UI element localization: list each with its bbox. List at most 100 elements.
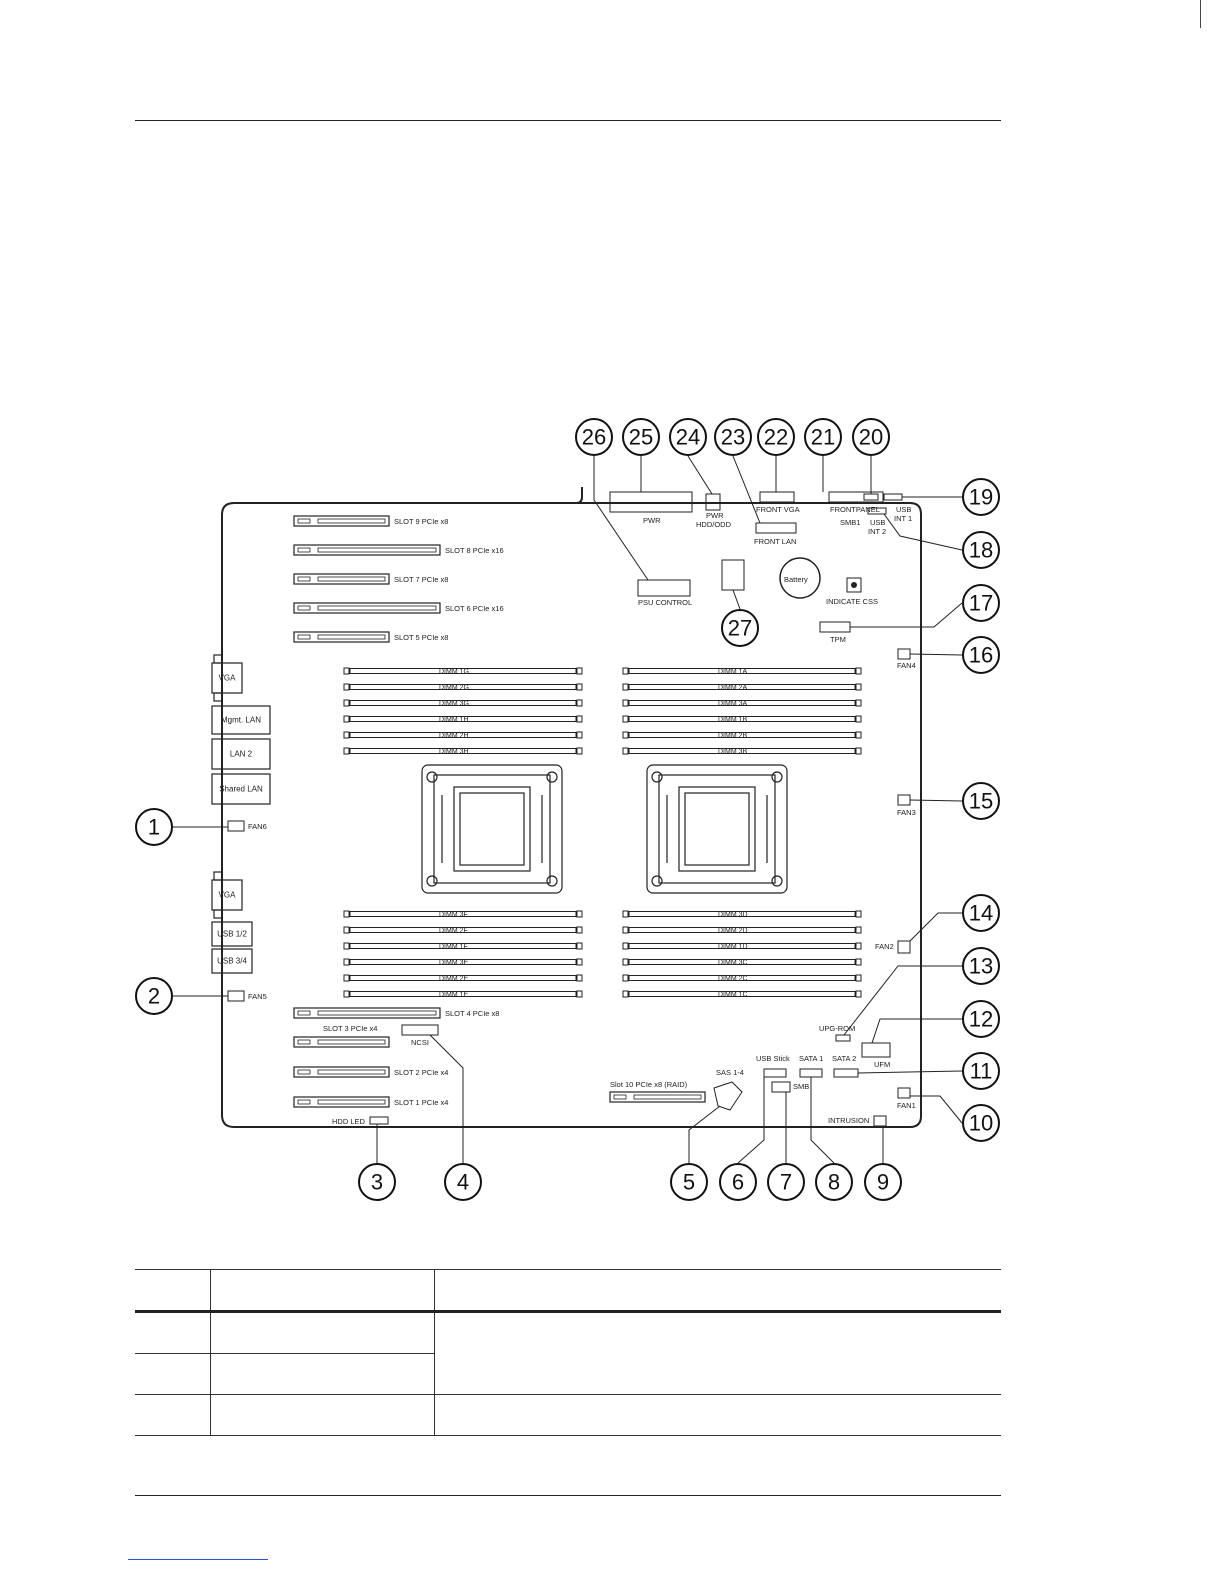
- callout-number: 2: [148, 984, 160, 1009]
- callout-4: 4: [444, 1163, 482, 1201]
- callout-number: 22: [764, 425, 788, 450]
- callout-number: 5: [683, 1170, 695, 1195]
- callout-21: 21: [804, 418, 842, 456]
- slot-10: Slot 10 PCIe x8 (RAID): [609, 1080, 706, 1103]
- dimm-label: DIMM 2F: [439, 928, 468, 935]
- indicate-css-label: INDICATE CSS: [826, 597, 878, 606]
- psu-control-label: PSU CONTROL: [638, 598, 692, 607]
- legend-row: [135, 1394, 1001, 1436]
- dimm-label: DIMM 1H: [439, 717, 469, 724]
- callout-27: 27: [721, 609, 759, 647]
- usb-int1-label-1: USB: [896, 505, 911, 514]
- mgmt-lan-port: Mgmt. LAN: [221, 716, 261, 725]
- fan5-label: FAN5: [248, 992, 267, 1001]
- callout-number: 3: [371, 1170, 383, 1195]
- fan1-label: FAN1: [897, 1101, 916, 1110]
- vga-port-2: VGA: [219, 891, 237, 900]
- callout-18: 18: [962, 531, 1000, 569]
- fan2-label: FAN2: [875, 942, 894, 951]
- hdd-led-label: HDD LED: [332, 1117, 366, 1126]
- dimm-label: DIMM 1G: [439, 669, 469, 676]
- pwr-label: PWR: [643, 516, 661, 525]
- dimm-slot: DIMM 2F: [343, 926, 583, 935]
- legend-col-desc: [434, 1269, 1001, 1313]
- callout-5: 5: [670, 1163, 708, 1201]
- front-lan-label: FRONT LAN: [754, 537, 796, 546]
- dimm-slot: DIMM 1A: [622, 667, 862, 676]
- dimm-label: DIMM 3C: [718, 960, 748, 967]
- callout-26: 26: [575, 418, 613, 456]
- callout-number: 9: [877, 1170, 889, 1195]
- callout-number: 10: [969, 1111, 993, 1136]
- dimm-slot: DIMM 2C: [622, 974, 862, 983]
- frontpanel-label: FRONTPANEL: [830, 505, 880, 514]
- callout-19: 19: [962, 478, 1000, 516]
- legend-row: [135, 1311, 1001, 1395]
- callout-24: 24: [669, 418, 707, 456]
- dimm-slot: DIMM 1H: [343, 715, 583, 724]
- dimm-label: DIMM 1D: [718, 944, 748, 951]
- front-vga-label: FRONT VGA: [756, 505, 800, 514]
- dimm-label: DIMM 2G: [439, 685, 469, 692]
- callout-20: 20: [852, 418, 890, 456]
- bottom-rule: [135, 1495, 1001, 1496]
- dimm-slot: DIMM 2B: [622, 731, 862, 740]
- ncsi-label: NCSI: [411, 1038, 429, 1047]
- slot-3-label: SLOT 3 PCIe x4: [323, 1024, 377, 1033]
- callout-16: 16: [962, 636, 1000, 674]
- dimm-label: DIMM 2C: [718, 976, 748, 983]
- callout-13: 13: [962, 947, 1000, 985]
- sas-label: SAS 1-4: [716, 1068, 744, 1077]
- dimm-slot: DIMM 2H: [343, 731, 583, 740]
- pcie-slot: SLOT 9 PCIe x8: [293, 515, 448, 527]
- upg-rom-label: UPG-ROM: [819, 1024, 855, 1033]
- legend-table: [135, 1269, 1001, 1436]
- dimm-label: DIMM 1F: [439, 944, 468, 951]
- legend-header-row: [135, 1269, 1001, 1313]
- leader-lines: [173, 455, 963, 1164]
- pcie-slot-label: SLOT 2 PCIe x4: [394, 1068, 448, 1077]
- usb-int2-label-1: USB: [870, 518, 885, 527]
- dimm-label: DIMM 2D: [718, 928, 748, 935]
- pcie-slot-label: SLOT 4 PCIe x8: [445, 1009, 499, 1018]
- sas-connector-icon: [713, 1081, 743, 1111]
- pcie-slot-label: SLOT 5 PCIe x8: [394, 633, 448, 642]
- callout-number: 11: [970, 1059, 993, 1084]
- dimm-slot: DIMM 3F: [343, 910, 583, 919]
- fan6-label: FAN6: [248, 822, 267, 831]
- callout-number: 27: [728, 616, 752, 641]
- dimm-slot: DIMM 3A: [622, 699, 862, 708]
- dimm-label: DIMM 2A: [718, 685, 748, 692]
- dimm-slot: DIMM 3B: [622, 747, 862, 756]
- usb-stick-label: USB Stick: [756, 1054, 790, 1063]
- slot-3: SLOT 3 PCIe x4: [293, 1024, 390, 1048]
- cpu-socket: [421, 764, 563, 894]
- dimm-label: DIMM 3B: [718, 749, 748, 756]
- callout-number: 17: [969, 591, 993, 616]
- battery-label: Battery: [784, 575, 808, 584]
- callout-15: 15: [962, 782, 1000, 820]
- dimm-label: DIMM 2H: [439, 733, 469, 740]
- dimm-slot: DIMM 1F: [343, 942, 583, 951]
- pcie-slot-label: SLOT 7 PCIe x8: [394, 575, 448, 584]
- callout-number: 19: [969, 485, 993, 510]
- legend-col-name: [210, 1269, 435, 1313]
- intrusion-label: INTRUSION: [828, 1116, 869, 1125]
- callout-11: 11: [962, 1052, 1000, 1090]
- fan3-label: FAN3: [897, 808, 916, 817]
- footer-link-underline: [128, 1559, 268, 1560]
- vga-port-1: VGA: [219, 674, 237, 683]
- dimm-label: DIMM 2E: [439, 976, 469, 983]
- usb12-port: USB 1/2: [217, 930, 247, 939]
- callout-number: 24: [676, 425, 700, 450]
- callout-1: 1: [135, 808, 173, 846]
- dimm-slot: DIMM 1D: [622, 942, 862, 951]
- pcie-slot: SLOT 6 PCIe x16: [293, 602, 504, 614]
- dimm-label: DIMM 1A: [718, 669, 748, 676]
- callout-number: 25: [629, 425, 653, 450]
- callout-17: 17: [962, 584, 1000, 622]
- callout-number: 26: [582, 425, 606, 450]
